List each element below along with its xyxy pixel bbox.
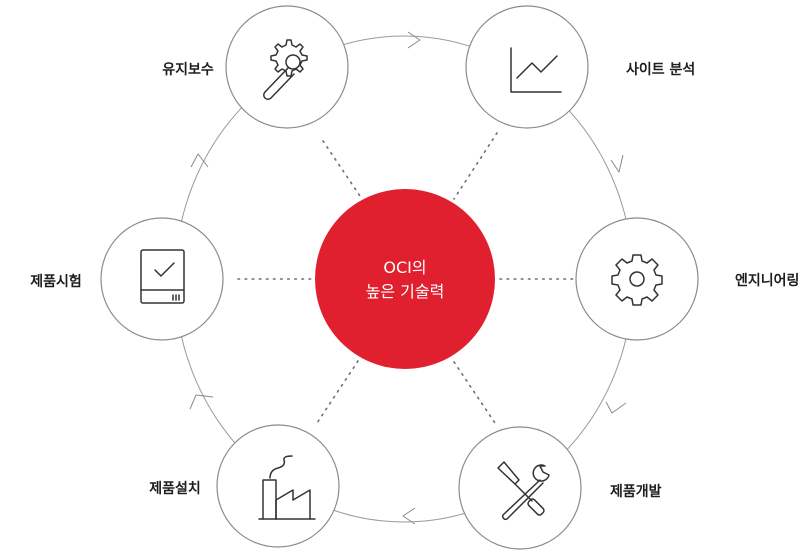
node-testing: 제품시험 <box>30 217 224 341</box>
arrow-lower-right <box>605 401 627 414</box>
arrow-lower-left <box>189 394 214 410</box>
development-label: 제품개발 <box>610 483 662 500</box>
factory-icon <box>258 455 316 520</box>
node-engineering: 엔지니어링 <box>575 217 799 341</box>
arrow-upper-right <box>610 154 624 173</box>
node-installation: 제품설치 <box>149 424 340 548</box>
test-device-icon <box>140 249 185 304</box>
node-development: 제품개발 <box>458 426 662 550</box>
wrench-gear-icon <box>263 39 308 100</box>
connector-site-analysis <box>453 132 498 200</box>
connector-maintenance <box>322 140 363 200</box>
site-analysis-label: 사이트 분석 <box>626 61 695 78</box>
center-title-line2: 높은 기술력 <box>366 282 445 301</box>
crossed-tools-icon <box>497 461 550 521</box>
node-site-analysis: 사이트 분석 <box>465 5 695 129</box>
arrow-top <box>407 31 421 49</box>
connector-installation <box>316 360 359 424</box>
line-chart-icon <box>510 47 562 93</box>
maintenance-label: 유지보수 <box>162 62 214 78</box>
center-circle <box>315 189 495 369</box>
node-maintenance: 유지보수 <box>162 5 349 129</box>
cycle-arrows <box>189 31 627 525</box>
arrow-bottom <box>402 507 416 525</box>
engineering-label: 엔지니어링 <box>735 272 799 289</box>
connector-development <box>453 361 498 427</box>
center-title-line1: OCI의 <box>383 258 426 277</box>
arrow-upper-left <box>190 153 209 168</box>
installation-label: 제품설치 <box>149 481 201 497</box>
gear-icon <box>611 254 663 306</box>
testing-label: 제품시험 <box>30 273 82 290</box>
dotted-connectors <box>237 132 576 427</box>
